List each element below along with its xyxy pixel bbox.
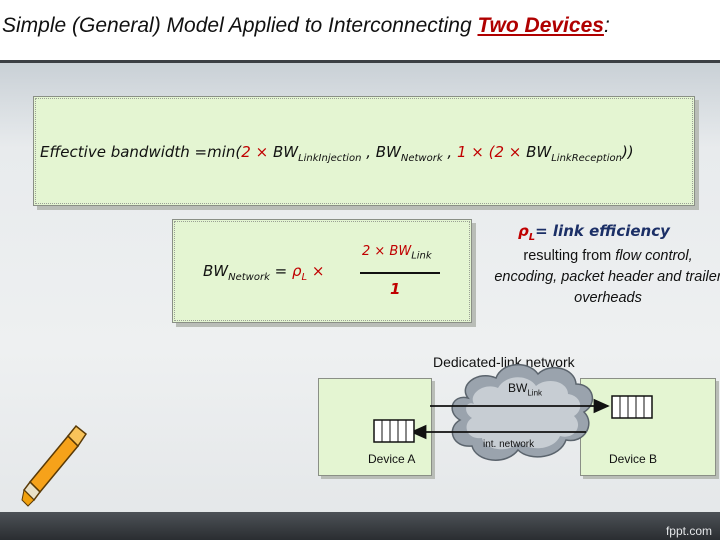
formula-bw-reception: BW <box>521 143 552 161</box>
device-a-label: Device A <box>368 452 416 466</box>
network-bw-sub: Network <box>228 272 270 283</box>
title-suffix: : <box>603 14 610 37</box>
rho-desc-plain: resulting from <box>523 248 616 264</box>
numerator-coef: 2 × BW <box>362 244 412 259</box>
device-a-queue <box>373 419 415 443</box>
formula-close: )) <box>621 143 634 161</box>
rho-symbol: ρ <box>518 222 529 240</box>
device-b-box <box>580 378 716 476</box>
fraction-bar <box>360 272 440 274</box>
rho-sub: L <box>528 232 536 243</box>
formula-bw-injection: BW <box>272 143 299 161</box>
title-bar <box>0 0 720 62</box>
formula-sub-reception: LinkReception <box>551 153 622 164</box>
fraction-denominator: 1 <box>390 280 401 298</box>
slide-title: Simple (General) Model Applied to Interc… <box>2 14 610 38</box>
rho-desc-italic: flow control, <box>615 248 693 264</box>
network-bandwidth-lhs: BWNetwork = ρL × <box>203 262 324 283</box>
formula-lead: Effective bandwidth =min( <box>40 143 242 161</box>
title-divider <box>0 60 720 63</box>
bw-link-text: BW <box>508 381 528 395</box>
bw-link-label: BWLink <box>508 381 542 397</box>
rho-sub: L <box>301 272 308 283</box>
bw-link-sub: Link <box>527 388 543 398</box>
title-text: Simple (General) Model Applied to Interc… <box>2 14 478 37</box>
formula-comma: , <box>361 143 376 161</box>
effective-bandwidth-box <box>33 96 695 206</box>
times-sign: × <box>307 262 325 280</box>
formula-coef-reception: 1 × (2 × <box>456 143 522 161</box>
formula-sub-network: Network <box>400 153 443 164</box>
rho-definition: ρL= link efficiency <box>518 222 670 243</box>
rho-symbol: ρ <box>292 262 302 280</box>
rho-description: resulting from flow control, encoding, p… <box>492 246 720 309</box>
network-bandwidth-box <box>172 219 472 323</box>
formula-bw-network: BW <box>375 143 401 161</box>
network-bw: BW <box>203 262 229 280</box>
cloud-label: int. network <box>483 439 535 450</box>
highlighter-icon <box>21 424 88 507</box>
footer-brand: fppt.com <box>665 524 712 538</box>
rho-desc-rest: encoding, packet header and trailer over… <box>494 269 720 306</box>
formula-sub-injection: Link­Injection <box>298 153 362 164</box>
footer-bar <box>0 512 720 540</box>
device-b-label: Device B <box>609 452 658 466</box>
fraction-numerator: 2 × BWLink <box>362 244 432 262</box>
rho-definition-text: = link efficiency <box>535 222 670 240</box>
device-b-queue <box>611 395 653 419</box>
equals-sign: = <box>269 262 292 280</box>
formula-coef-injection: 2 × <box>241 143 269 161</box>
title-highlight: Two Devices <box>477 14 604 37</box>
formula-comma: , <box>442 143 457 161</box>
numerator-sub: Link <box>411 250 432 262</box>
network-label: Dedicated-link network <box>433 354 575 370</box>
effective-bandwidth-formula: Effective bandwidth =min(2 × BWLink­Inje… <box>40 143 634 164</box>
